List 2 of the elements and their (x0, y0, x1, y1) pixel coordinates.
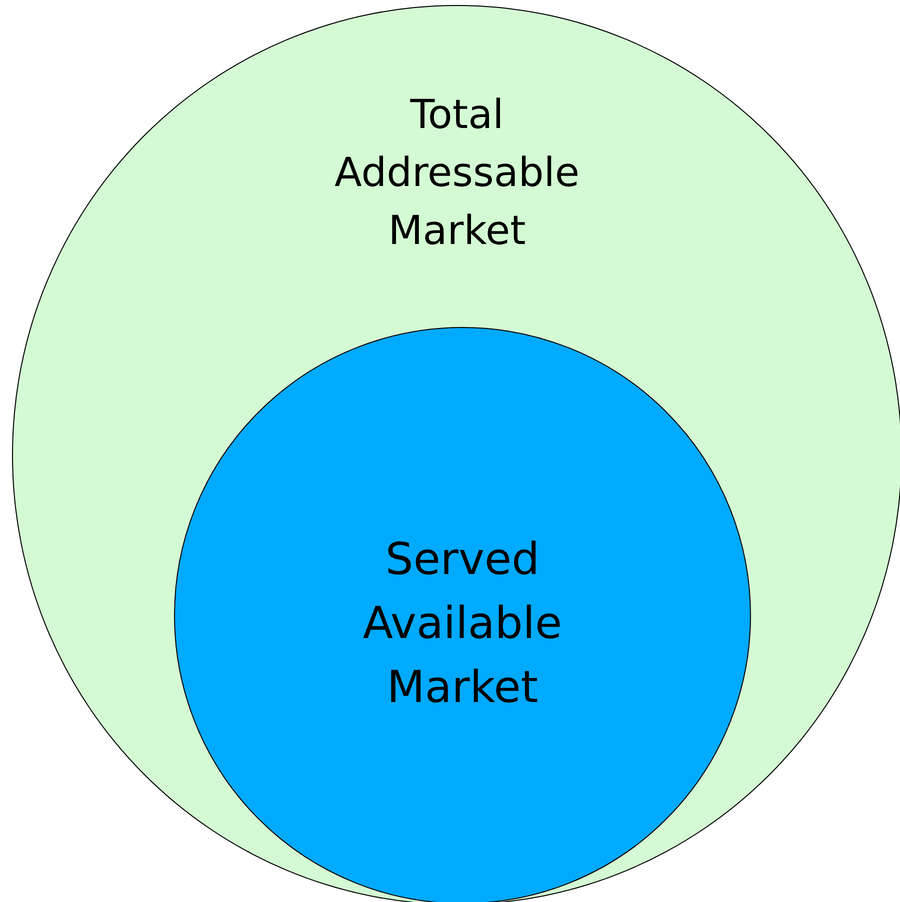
circle-label: Served Available Market (362, 533, 564, 715)
circle-label: Total Addressable Market (334, 91, 580, 256)
